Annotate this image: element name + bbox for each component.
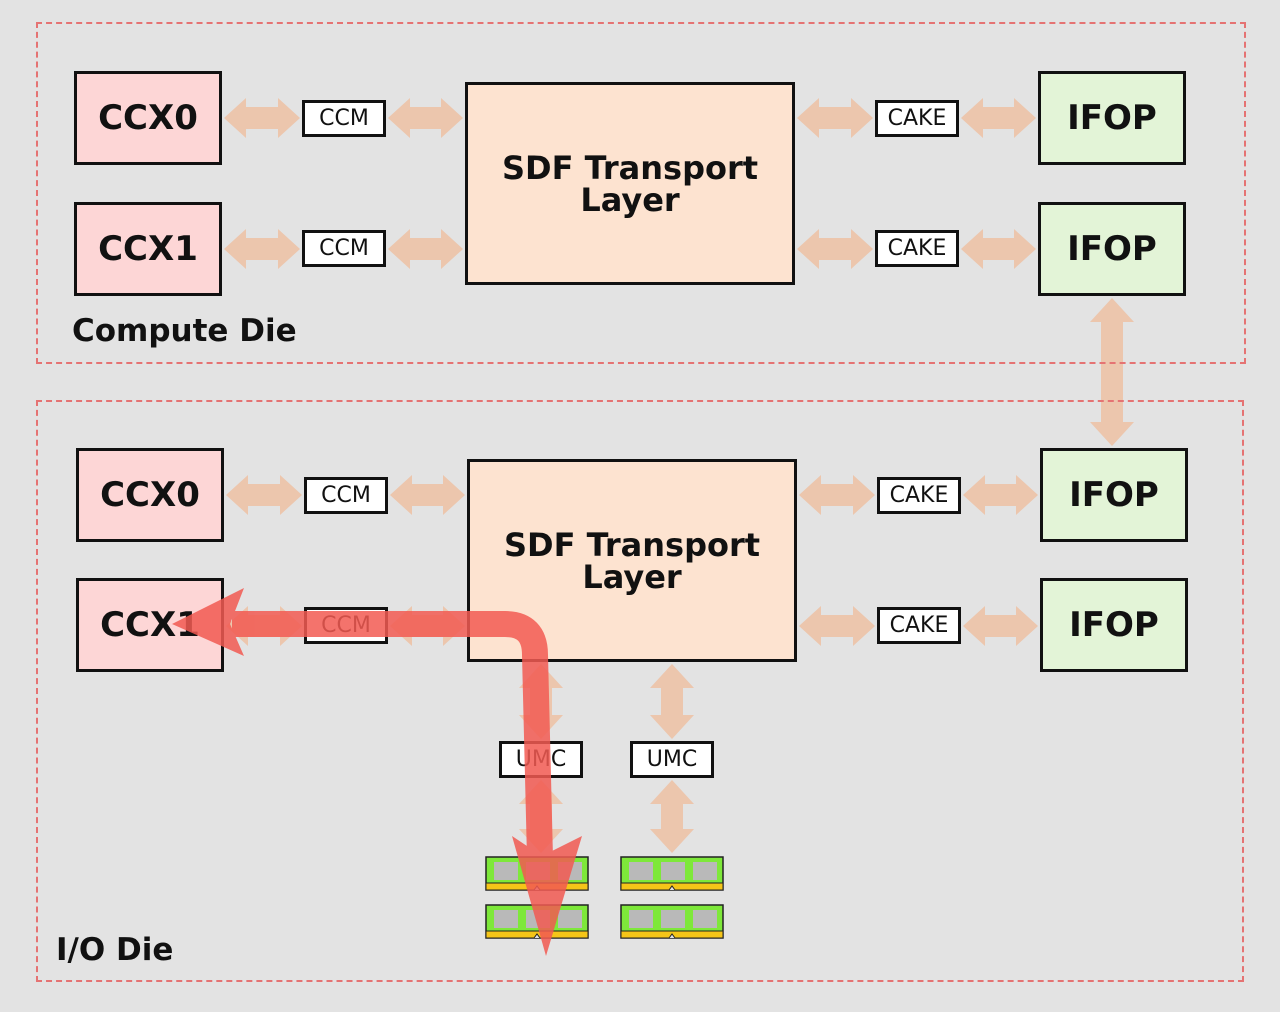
compute-cake0-ifop-link xyxy=(961,98,1036,138)
io-sdf-transport-layer: SDF Transport Layer xyxy=(467,459,797,662)
io-sdf-line1: SDF Transport xyxy=(503,525,761,564)
io-ccx0: CCX0 xyxy=(76,448,224,542)
io-umc1-memory-link xyxy=(650,780,694,853)
io-sdf-cake1-link xyxy=(799,606,875,646)
io-ccx0-ccm-link xyxy=(226,475,302,515)
compute-die-region xyxy=(36,22,1246,364)
data-path-arrowhead-down xyxy=(512,836,582,956)
io-die-region xyxy=(36,400,1244,982)
io-cake1: CAKE xyxy=(877,607,961,644)
compute-ccx1: CCX1 xyxy=(74,202,222,296)
compute-ifop1: IFOP xyxy=(1038,202,1186,296)
compute-cake1: CAKE xyxy=(875,230,959,267)
io-cake0: CAKE xyxy=(877,477,961,514)
compute-ccm1: CCM xyxy=(302,230,386,267)
io-ccm0: CCM xyxy=(304,477,388,514)
io-sdf-umc1-link xyxy=(650,664,694,739)
io-ifop1: IFOP xyxy=(1040,578,1188,672)
io-ccm0-sdf-link xyxy=(390,475,465,515)
compute-sdf-cake0-link xyxy=(797,98,873,138)
compute-ccm0: CCM xyxy=(302,100,386,137)
io-sdf-line2: Layer xyxy=(582,557,682,596)
io-umc1: UMC xyxy=(630,741,714,778)
io-sdf-cake0-link xyxy=(799,475,875,515)
data-path-arrow xyxy=(232,611,553,859)
compute-ccx0-ccm-link xyxy=(224,98,300,138)
io-cake0-ifop-link xyxy=(963,475,1038,515)
compute-sdf-line2: Layer xyxy=(580,180,680,219)
compute-sdf-line1: SDF Transport xyxy=(501,148,759,187)
memory-module-icon-1b xyxy=(620,904,724,939)
io-ifop0: IFOP xyxy=(1040,448,1188,542)
compute-die-label: Compute Die xyxy=(72,313,297,349)
memory-module-icon-1a xyxy=(620,856,724,891)
io-cake1-ifop-link xyxy=(963,606,1038,646)
data-path-arrowhead-left xyxy=(172,588,244,656)
compute-cake0: CAKE xyxy=(875,100,959,137)
compute-ccx0: CCX0 xyxy=(74,71,222,165)
compute-ccm0-sdf-link xyxy=(388,98,463,138)
compute-ccx1-ccm-link xyxy=(224,229,300,269)
io-die-label: I/O Die xyxy=(56,932,174,968)
compute-sdf-cake1-link xyxy=(797,229,873,269)
ifop-die-to-die-link xyxy=(1090,298,1134,446)
compute-ccm1-sdf-link xyxy=(388,229,463,269)
compute-cake1-ifop-link xyxy=(961,229,1036,269)
compute-sdf-transport-layer: SDF Transport Layer xyxy=(465,82,795,285)
compute-ifop0: IFOP xyxy=(1038,71,1186,165)
